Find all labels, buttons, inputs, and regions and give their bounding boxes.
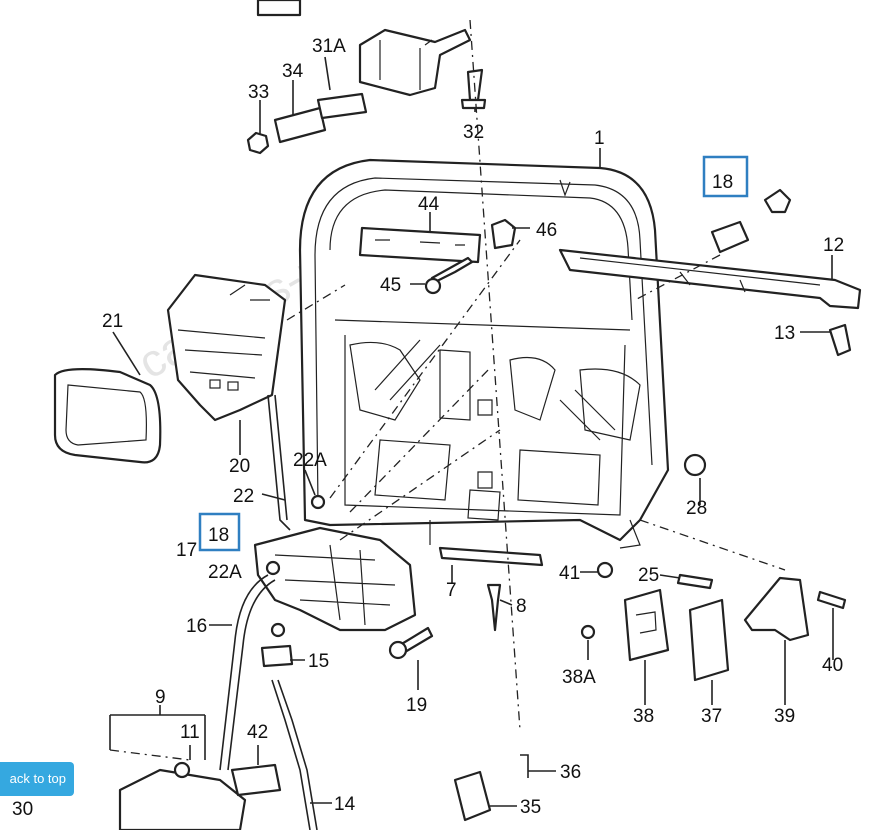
label-38a: 38A	[562, 667, 596, 688]
label-7: 7	[446, 580, 457, 601]
label-19: 19	[406, 695, 427, 716]
label-42: 42	[247, 722, 268, 743]
door-frame	[298, 158, 670, 549]
pin-part	[486, 583, 502, 632]
label-36: 36	[560, 762, 581, 783]
screw-part	[816, 590, 847, 610]
strip-part	[438, 546, 544, 567]
label-34: 34	[282, 61, 304, 82]
label-16: 16	[186, 616, 207, 637]
plate-part	[316, 92, 368, 120]
label-14: 14	[334, 794, 356, 815]
lock-assembly	[53, 273, 287, 464]
rod-part	[274, 394, 288, 521]
label-39: 39	[774, 706, 795, 727]
back-to-top-button[interactable]: ack to top	[0, 762, 74, 796]
label-8: 8	[516, 596, 527, 617]
striker-part	[623, 588, 670, 662]
page-number: 30	[12, 799, 34, 820]
label-46: 46	[536, 220, 557, 241]
label-11: 11	[180, 722, 200, 743]
guide-lines	[109, 19, 786, 761]
label-31a: 31A	[312, 36, 346, 57]
label-12: 12	[823, 235, 844, 256]
label-22a-top: 22A	[293, 450, 327, 471]
label-18-top: 18	[712, 172, 733, 193]
label-40: 40	[822, 655, 843, 676]
rod-part	[453, 770, 492, 822]
label-25: 25	[638, 565, 659, 586]
nut-part	[246, 131, 270, 155]
label-18-mid: 18	[208, 525, 229, 546]
highlight-box-mid[interactable]	[198, 512, 241, 552]
label-45: 45	[380, 275, 401, 296]
rod-part	[271, 679, 311, 830]
label-21: 21	[102, 311, 123, 332]
highlight-box-top[interactable]	[702, 155, 749, 198]
bracket-part	[358, 218, 517, 295]
rail-part	[558, 188, 862, 357]
cable-part	[227, 579, 276, 771]
hinge-part	[256, 0, 472, 97]
part-labels: 1 31A 34 33 32 44 46 45 18 12 13 21 20 2…	[102, 36, 844, 818]
clip-part	[260, 644, 294, 668]
label-17: 17	[176, 540, 197, 561]
rod-part	[277, 679, 318, 830]
leader-lines	[109, 56, 834, 807]
label-32: 32	[463, 122, 484, 143]
screw-part	[676, 573, 714, 590]
label-22: 22	[233, 486, 254, 507]
plate-part	[688, 598, 730, 682]
label-13: 13	[774, 323, 795, 344]
rod-part	[267, 394, 291, 531]
screw-part	[460, 98, 487, 110]
cable-part	[219, 574, 269, 771]
label-37: 37	[701, 706, 722, 727]
plate-part	[273, 106, 327, 144]
bracket-part	[743, 576, 810, 642]
label-9: 9	[155, 687, 166, 708]
label-41: 41	[559, 563, 580, 584]
lock-mechanism	[253, 494, 417, 632]
label-28: 28	[686, 498, 707, 519]
clip-part	[230, 763, 282, 797]
label-22a-mid: 22A	[208, 562, 242, 583]
lock-part	[118, 768, 247, 830]
label-44: 44	[418, 194, 440, 215]
label-15: 15	[308, 651, 329, 672]
label-33: 33	[248, 82, 269, 103]
label-1: 1	[594, 128, 605, 149]
label-38: 38	[633, 706, 654, 727]
label-20: 20	[229, 456, 250, 477]
label-35: 35	[520, 797, 541, 818]
